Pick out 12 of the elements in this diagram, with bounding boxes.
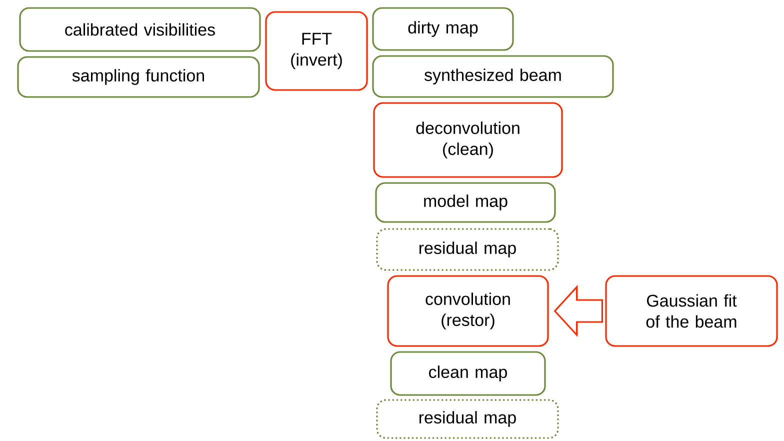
data-box: model map [375, 182, 556, 223]
process-box: deconvolution (clean) [373, 102, 563, 178]
process-box: Gaussian fit of the beam [605, 275, 778, 347]
process-box: convolution (restor) [387, 275, 549, 347]
process-box: FFT (invert) [265, 11, 368, 91]
data-box: sampling function [17, 56, 260, 98]
data-box: calibrated visibilities [19, 7, 261, 52]
dotted-data-box: residual map [376, 228, 559, 271]
data-box: dirty map [372, 7, 514, 51]
data-box: clean map [390, 351, 546, 396]
data-box: synthesized beam [372, 55, 614, 98]
dotted-data-box: residual map [376, 399, 559, 439]
